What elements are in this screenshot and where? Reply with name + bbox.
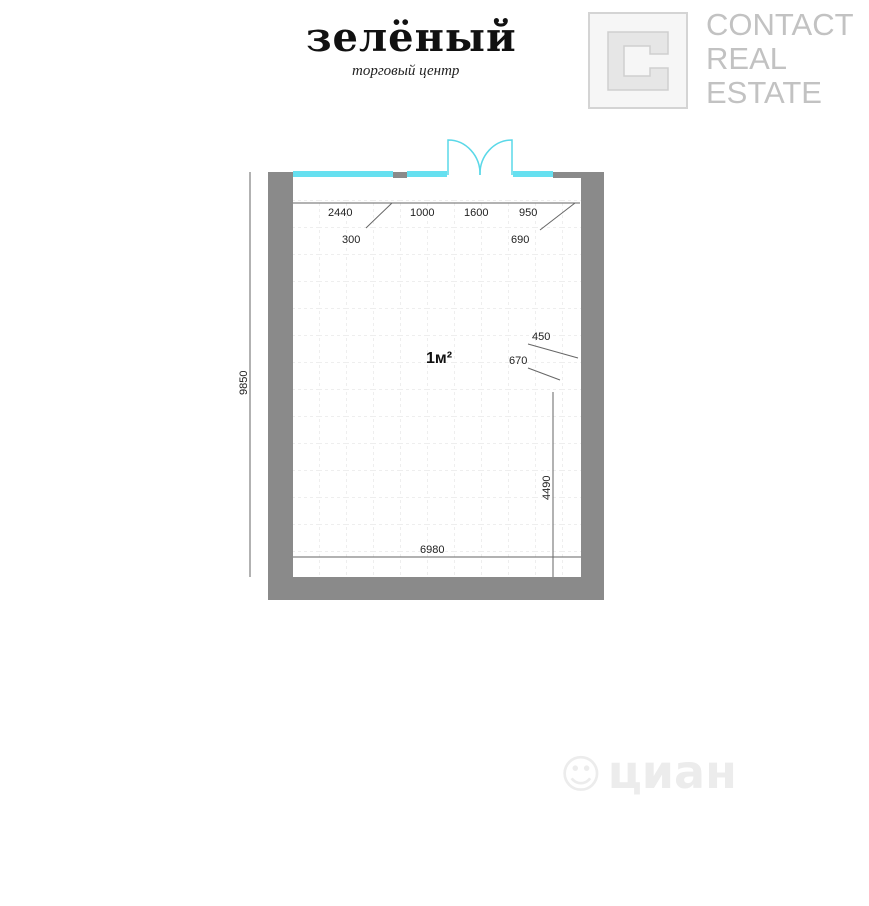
watermark-text: циан: [607, 745, 737, 799]
cian-person-icon: ☺: [560, 752, 602, 798]
niche-450-leader: [527, 343, 579, 359]
top-300-leader: [365, 202, 393, 229]
top-690-leader: [539, 202, 576, 231]
dim-300: 300: [342, 234, 360, 246]
window-right: [513, 171, 553, 177]
dim-4490: 4490: [541, 476, 553, 500]
dim-1600: 1600: [464, 207, 488, 219]
agency-line-1: CONTACT: [706, 7, 854, 42]
agency-name: CONTACT REAL ESTATE: [706, 8, 854, 110]
niche-670-leader: [527, 367, 561, 381]
window-middle: [407, 171, 447, 177]
dim-450: 450: [532, 331, 550, 343]
dim-9850: 9850: [238, 371, 250, 395]
window-left: [293, 171, 393, 177]
agency-line-3: ESTATE: [706, 75, 822, 110]
room-label: 1м²: [426, 350, 452, 367]
brand-title: зелёный: [306, 14, 517, 61]
floor-grid: [293, 200, 581, 577]
cian-watermark: ☺циан: [560, 745, 737, 799]
dim-950: 950: [519, 207, 537, 219]
agency-line-2: REAL: [706, 41, 787, 76]
brand-subtitle: торговый центр: [352, 63, 460, 79]
dim-1000: 1000: [410, 207, 434, 219]
contact-real-estate-logo-icon: [588, 12, 688, 109]
dim-2440: 2440: [328, 207, 352, 219]
dim-6980: 6980: [420, 544, 444, 556]
dim-670: 670: [509, 355, 527, 367]
dim-690: 690: [511, 234, 529, 246]
entrance-door-icon: [447, 139, 513, 176]
